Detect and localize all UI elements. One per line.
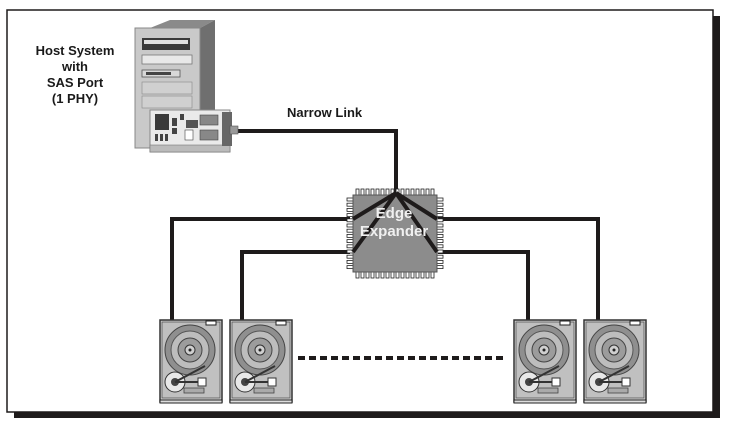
chip-pin bbox=[425, 188, 430, 196]
chip-pin bbox=[360, 271, 365, 279]
host-label-line-4: (1 PHY) bbox=[51, 91, 99, 106]
link-to-drive-3 bbox=[438, 250, 530, 320]
edge-expander-label: Edge Expander bbox=[352, 205, 436, 241]
chip-pin bbox=[346, 265, 354, 270]
chip-pin bbox=[365, 188, 370, 196]
chip-pin bbox=[346, 197, 354, 202]
expander-label-line-2: Expander bbox=[359, 223, 429, 240]
sas-adapter-card-icon bbox=[149, 109, 239, 153]
hard-drive-icon-1 bbox=[159, 319, 223, 404]
host-system-label: Host System with SAS Port (1 PHY) bbox=[20, 43, 130, 107]
chip-pin bbox=[390, 271, 395, 279]
chip-pin bbox=[420, 271, 425, 279]
chip-pin bbox=[375, 271, 380, 279]
expander-label-line-1: Edge bbox=[375, 205, 413, 222]
hard-drive-icon-3 bbox=[513, 319, 577, 404]
chip-pin bbox=[430, 188, 435, 196]
chip-pin bbox=[395, 271, 400, 279]
chip-pin bbox=[436, 223, 444, 228]
chip-pin bbox=[405, 188, 410, 196]
chip-pin bbox=[436, 239, 444, 244]
chip-pin bbox=[370, 188, 375, 196]
chip-pin bbox=[380, 271, 385, 279]
chip-pin bbox=[365, 271, 370, 279]
link-to-drive-4 bbox=[438, 217, 600, 320]
chip-pin bbox=[385, 188, 390, 196]
chip-pin bbox=[430, 271, 435, 279]
chip-pin bbox=[436, 228, 444, 233]
chip-pin bbox=[355, 188, 360, 196]
chip-pin bbox=[346, 254, 354, 259]
narrow-link-line bbox=[238, 129, 398, 193]
narrow-link-label: Narrow Link bbox=[287, 105, 363, 120]
chip-pin bbox=[415, 271, 420, 279]
chip-pin bbox=[360, 188, 365, 196]
chip-pin bbox=[385, 271, 390, 279]
chip-pin bbox=[436, 233, 444, 238]
chip-pin bbox=[436, 213, 444, 218]
chip-pin bbox=[436, 197, 444, 202]
chip-pin bbox=[436, 254, 444, 259]
chip-pin bbox=[425, 271, 430, 279]
chip-pin bbox=[355, 271, 360, 279]
chip-pin bbox=[346, 244, 354, 249]
chip-pin bbox=[436, 218, 444, 223]
hard-drive-icon-2 bbox=[229, 319, 293, 404]
chip-internal-lines bbox=[351, 191, 439, 254]
chip-pin bbox=[400, 271, 405, 279]
connections bbox=[170, 129, 600, 320]
chip-pin bbox=[375, 188, 380, 196]
chip-pin bbox=[410, 271, 415, 279]
chip-pin bbox=[420, 188, 425, 196]
host-label-line-2: with bbox=[62, 59, 88, 74]
chip-pin bbox=[436, 207, 444, 212]
chip-pin bbox=[380, 188, 385, 196]
chip-pin bbox=[436, 265, 444, 270]
chip-pin bbox=[436, 202, 444, 207]
chip-pin bbox=[415, 188, 420, 196]
link-to-drive-1 bbox=[170, 217, 350, 320]
chip-pin bbox=[410, 188, 415, 196]
chip-pin bbox=[405, 271, 410, 279]
host-label-line-3: SAS Port bbox=[46, 75, 104, 90]
chip-pin bbox=[436, 259, 444, 264]
hard-drive-icon-4 bbox=[583, 319, 647, 404]
host-label-line-1: Host System bbox=[35, 43, 115, 58]
chip-pin bbox=[346, 259, 354, 264]
chip-pin bbox=[436, 244, 444, 249]
link-to-drive-2 bbox=[240, 250, 350, 320]
chip-pin bbox=[370, 271, 375, 279]
